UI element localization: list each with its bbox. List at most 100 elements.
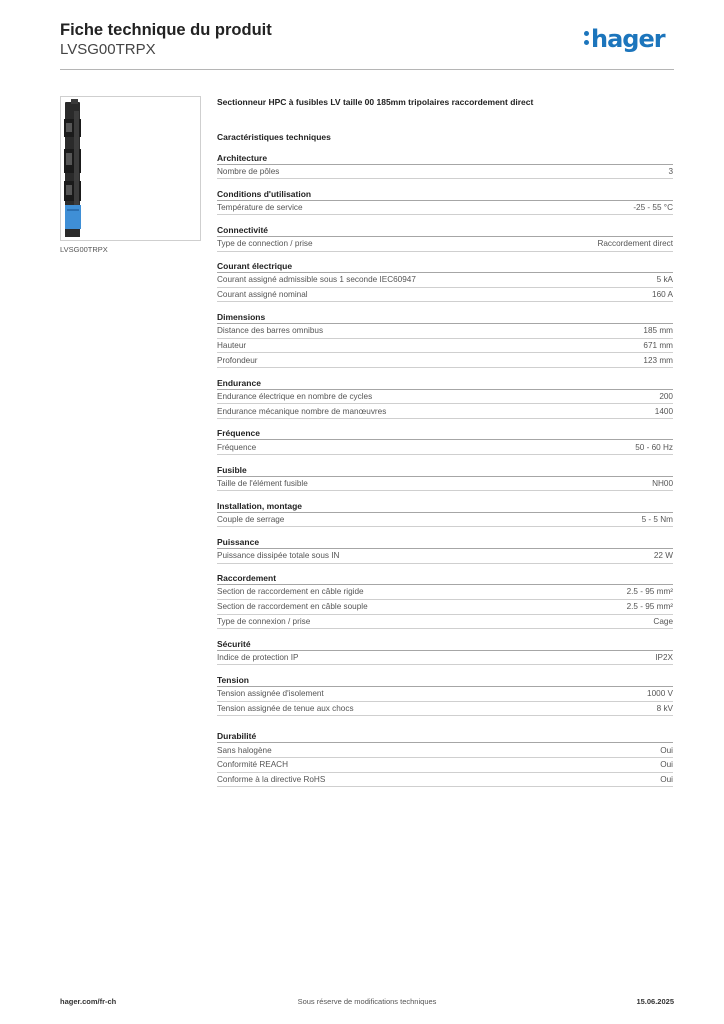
spec-row: Sans halogène Oui (217, 743, 673, 758)
spec-value: 2.5 - 95 mm² (626, 602, 673, 612)
spec-label: Type de connexion / prise (217, 616, 311, 626)
section-title: Tension (217, 673, 673, 687)
spec-value: 8 kV (656, 703, 673, 713)
section-title: Dimensions (217, 310, 673, 324)
header-divider (60, 69, 674, 70)
spec-row: Taille de l'élément fusible NH00 (217, 477, 673, 492)
spec-value: Raccordement direct (597, 239, 673, 249)
spec-row: Section de raccordement en câble souple 2… (217, 600, 673, 615)
section-title: Sécurité (217, 637, 673, 651)
spec-value: 22 W (653, 551, 673, 561)
spec-row: Nombre de pôles 3 (217, 165, 673, 180)
section-title: Architecture (217, 151, 673, 165)
spec-value: 50 - 60 Hz (635, 442, 673, 452)
spec-value: 123 mm (643, 355, 673, 365)
spec-label: Sans halogène (217, 745, 272, 755)
spec-label: Endurance électrique en nombre de cycles (217, 391, 373, 401)
spec-value: 3 (668, 166, 673, 176)
footer-website: hager.com/fr-ch (60, 997, 117, 1006)
section-title: Fusible (217, 463, 673, 477)
spec-value: -25 - 55 °C (633, 203, 673, 213)
spec-value: NH00 (652, 478, 673, 488)
spec-label: Conformité REACH (217, 760, 288, 770)
spec-row: Type de connexion / prise Cage (217, 615, 673, 630)
spec-row: Courant assigné nominal 160 A (217, 288, 673, 303)
spec-label: Nombre de pôles (217, 166, 280, 176)
spec-label: Endurance mécanique nombre de manœuvres (217, 406, 387, 416)
spec-value: Oui (660, 760, 673, 770)
hager-logo: hager (584, 24, 674, 58)
section-title: Fréquence (217, 426, 673, 441)
spec-row: Endurance électrique en nombre de cycles… (217, 390, 673, 405)
spec-value: 185 mm (643, 326, 673, 336)
spec-value: 5 - 5 Nm (641, 515, 673, 525)
spec-row: Température de service -25 - 55 °C (217, 201, 673, 216)
spec-label: Couple de serrage (217, 515, 285, 525)
spec-label: Conforme à la directive RoHS (217, 774, 326, 784)
spec-label: Distance des barres omnibus (217, 326, 324, 336)
spec-row: Fréquence 50 - 60 Hz (217, 440, 673, 456)
section-title: Conditions d'utilisation (217, 187, 673, 201)
spec-label: Fréquence (217, 442, 257, 452)
spec-value: Oui (660, 745, 673, 755)
spec-row: Courant assigné admissible sous 1 second… (217, 273, 673, 288)
spec-label: Courant assigné nominal (217, 290, 308, 300)
spec-label: Courant assigné admissible sous 1 second… (217, 275, 416, 285)
spec-label: Hauteur (217, 340, 247, 350)
spec-label: Indice de protection IP (217, 653, 299, 663)
page-footer: hager.com/fr-ch Sous réserve de modifica… (60, 997, 674, 1011)
spec-row: Puissance dissipée totale sous IN 22 W (217, 549, 673, 564)
spec-row: Tension assignée de tenue aux chocs 8 kV (217, 702, 673, 717)
fuse-switch-disconnector-icon (64, 99, 81, 237)
spec-label: Profondeur (217, 355, 258, 365)
footer-notice: Sous réserve de modifications techniques (297, 997, 437, 1006)
product-image (60, 96, 201, 241)
section-title: Endurance (217, 376, 673, 390)
spec-row: Distance des barres omnibus 185 mm (217, 324, 673, 339)
logo-dots-icon (584, 30, 590, 52)
spec-label: Type de connection / prise (217, 239, 313, 249)
page-title: Fiche technique du produit (60, 21, 272, 39)
spec-label: Section de raccordement en câble rigide (217, 587, 364, 597)
section-title: Connectivité (217, 223, 673, 237)
spec-row: Type de connection / prise Raccordement d… (217, 237, 673, 252)
spec-value: 5 kA (656, 275, 673, 285)
spec-value: 1000 V (647, 689, 673, 699)
spec-label: Température de service (217, 203, 303, 213)
spec-value: 160 A (652, 290, 673, 300)
logo-text: hager (591, 25, 666, 53)
spec-label: Section de raccordement en câble souple (217, 602, 368, 612)
spec-value: Cage (653, 616, 673, 626)
spec-label: Tension assignée de tenue aux chocs (217, 703, 354, 713)
spec-row: Profondeur 123 mm (217, 353, 673, 368)
spec-label: Puissance dissipée totale sous IN (217, 551, 340, 561)
section-title: Courant électrique (217, 259, 673, 274)
spec-value: 2.5 - 95 mm² (626, 587, 673, 597)
spec-value: Oui (660, 774, 673, 784)
spec-row: Indice de protection IP IP2X (217, 651, 673, 666)
specs-heading: Caractéristiques techniques (217, 132, 331, 142)
spec-value: IP2X (655, 653, 673, 663)
section-title: Raccordement (217, 571, 673, 586)
section-title: Puissance (217, 535, 673, 549)
spec-row: Conformité REACH Oui (217, 758, 673, 773)
section-title: Durabilité (217, 729, 673, 744)
spec-value: 200 (659, 391, 673, 401)
spec-row: Couple de serrage 5 - 5 Nm (217, 513, 673, 528)
spec-label: Taille de l'élément fusible (217, 478, 308, 488)
